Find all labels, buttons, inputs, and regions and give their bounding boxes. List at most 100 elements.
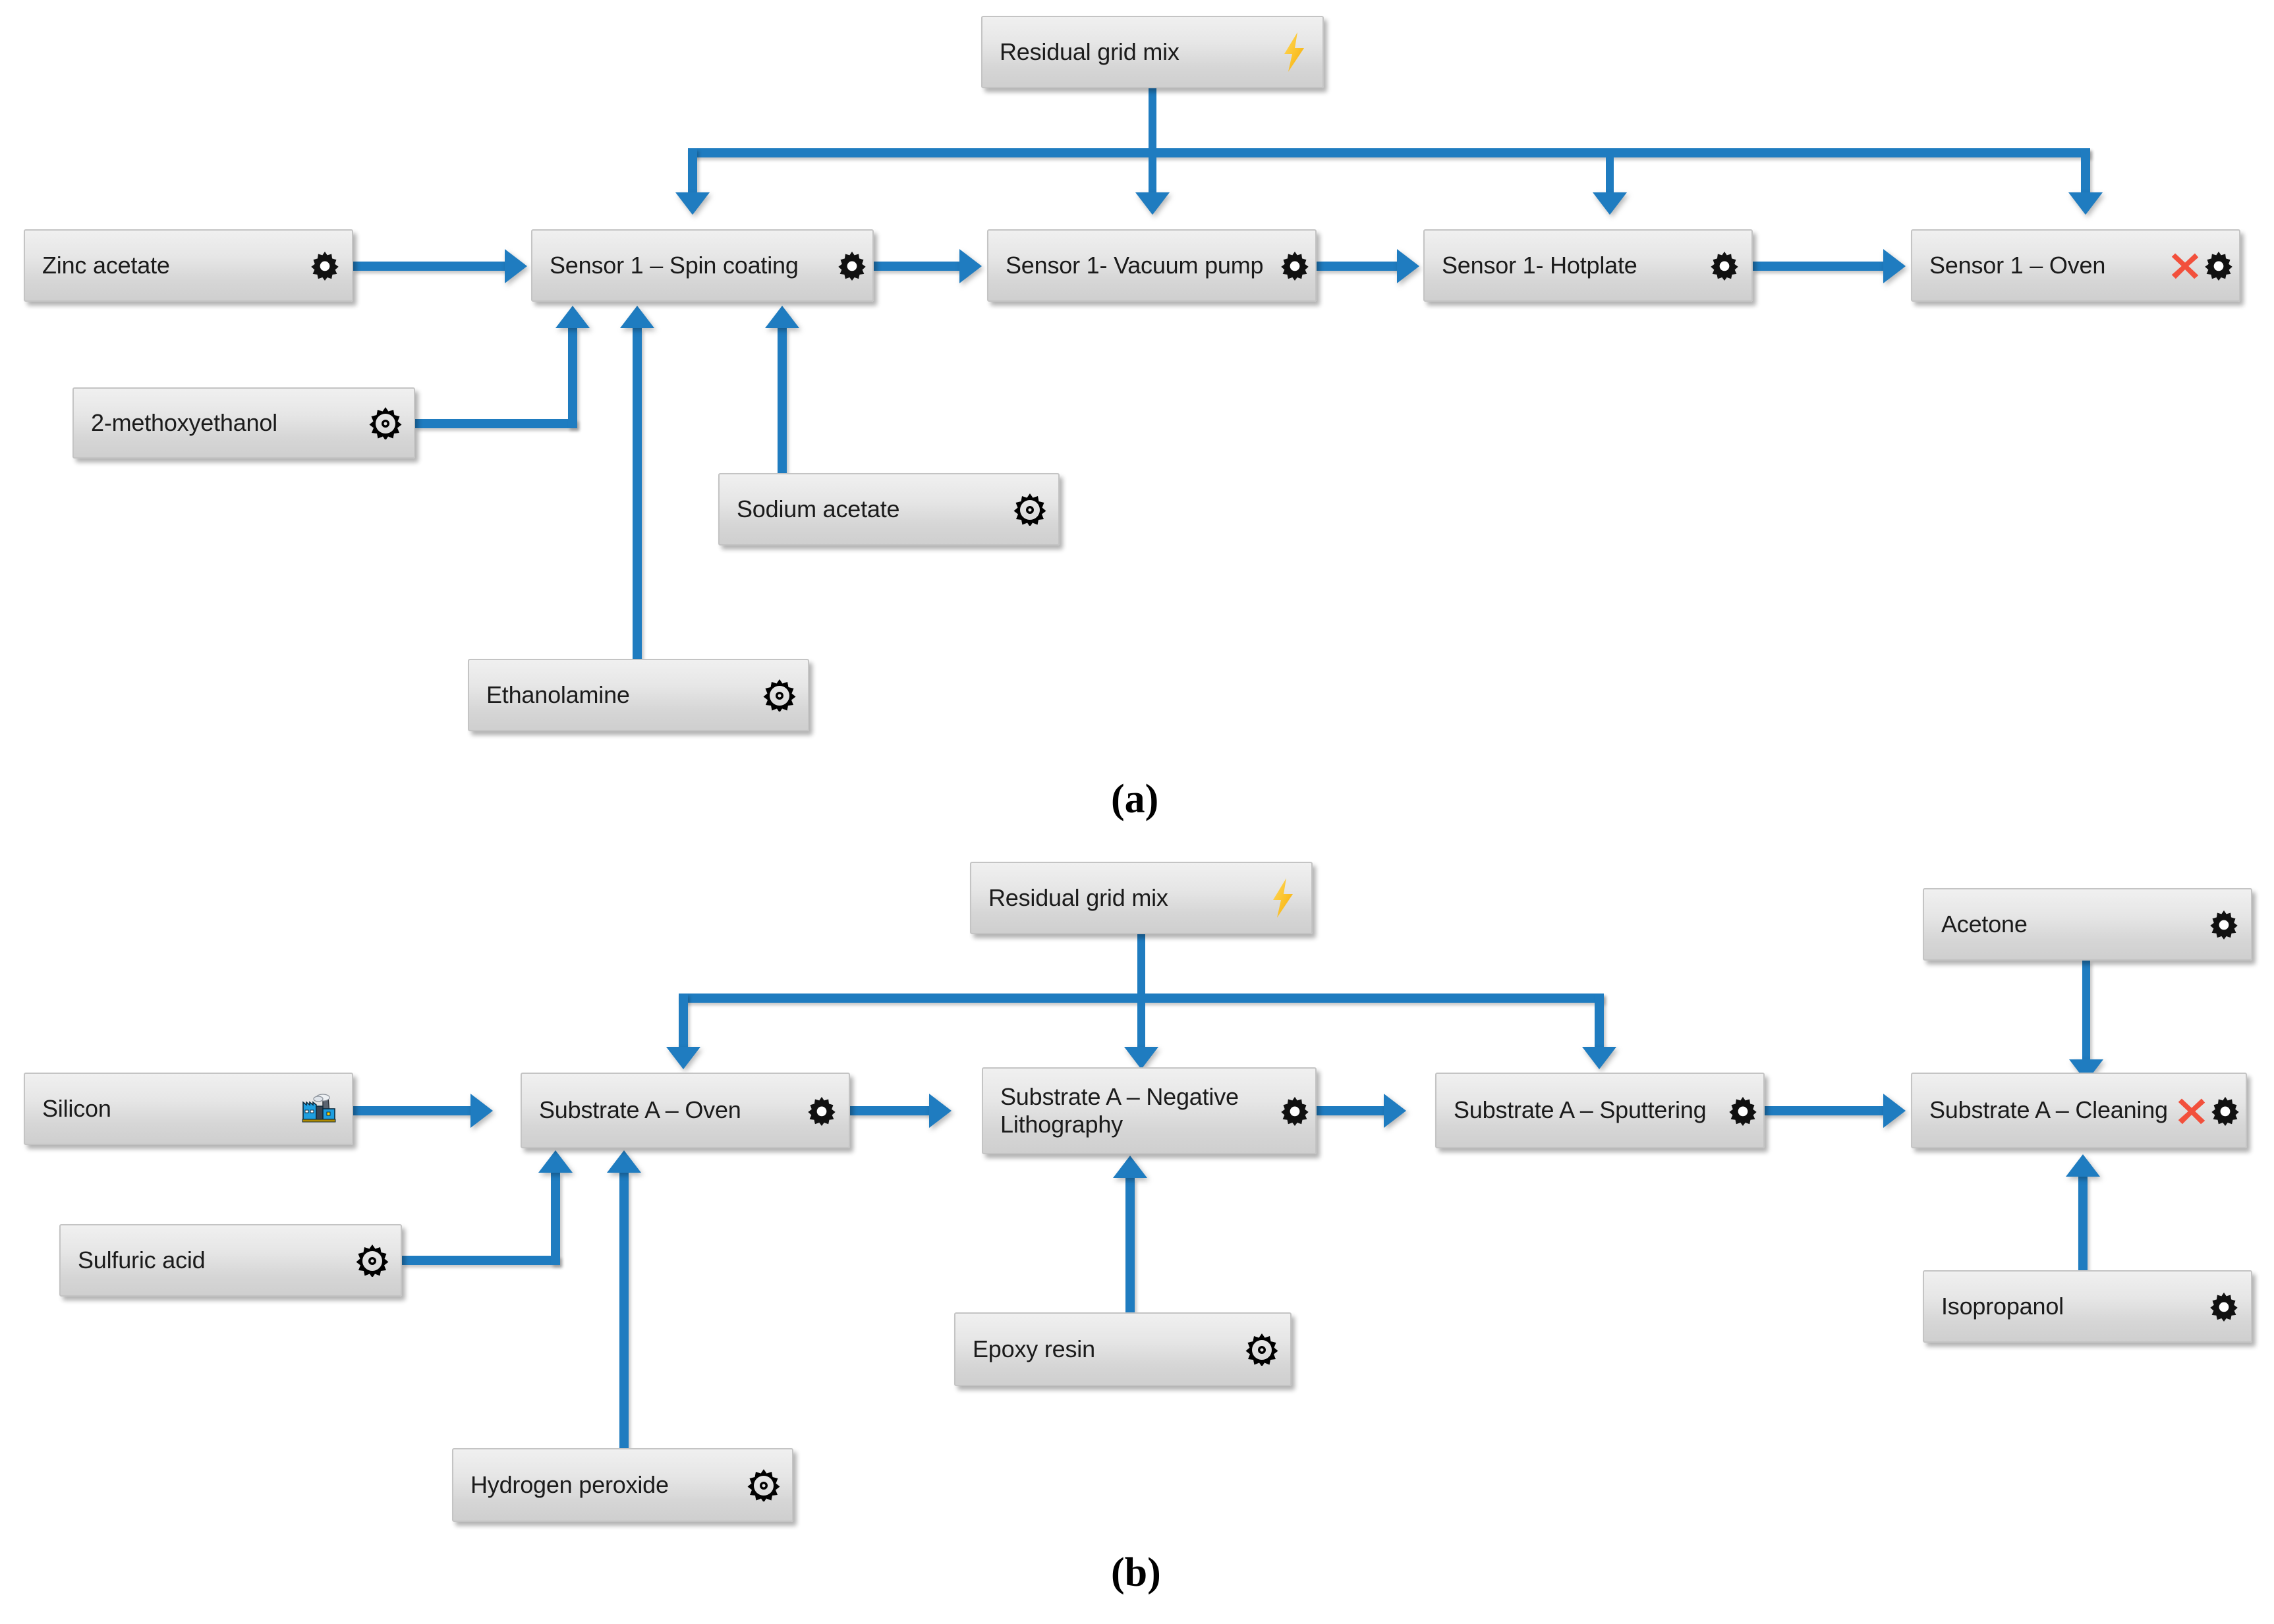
connector-isopropanol-to-cleaning <box>2078 1177 2088 1273</box>
arrow-isopropanol-to-cleaning <box>2066 1154 2100 1177</box>
connector-sodium-to-spin <box>778 328 787 474</box>
arrow-lithography-to-sputtering <box>1384 1094 1406 1128</box>
arrow-bus-to-lithography <box>1124 1047 1158 1069</box>
gear-black-icon <box>310 250 340 281</box>
arrow-oven-to-lithography <box>929 1094 952 1128</box>
node-icons <box>2209 909 2239 939</box>
connector-epoxy-to-lithography <box>1125 1178 1135 1315</box>
connector-sulfuric-to-oven-v <box>551 1173 560 1265</box>
connector-bus-a <box>688 148 2090 157</box>
lightning-bolt-icon <box>1284 32 1304 72</box>
node-sulfuric-acid[interactable]: Sulfuric acid <box>59 1224 402 1297</box>
gear-black-icon <box>2203 250 2234 281</box>
arrow-sputtering-to-cleaning <box>1883 1094 1906 1128</box>
gear-black-icon <box>2209 1291 2239 1322</box>
arrow-bus-to-hotplate <box>1593 192 1627 215</box>
gear-black-icon <box>2210 1096 2240 1126</box>
arrow-sulfuric-to-oven <box>538 1150 573 1173</box>
node-label: Zinc acetate <box>42 251 170 279</box>
arrow-silicon-to-oven <box>470 1094 493 1128</box>
node-icons <box>837 250 867 281</box>
arrow-spin-to-vacuum <box>959 249 982 283</box>
arrow-zinc-to-spin <box>505 249 527 283</box>
node-icons <box>369 406 402 439</box>
node-substrate-a-negative-lithography[interactable]: Substrate A – Negative Lithography <box>982 1067 1317 1154</box>
node-label: Silicon <box>42 1094 111 1122</box>
node-epoxy-resin[interactable]: Epoxy resin <box>954 1312 1292 1386</box>
arrow-epoxy-to-lithography <box>1113 1156 1147 1178</box>
node-hydrogen-peroxide[interactable]: Hydrogen peroxide <box>452 1448 793 1522</box>
gear-blue-icon <box>369 406 402 439</box>
connector-acetone-to-cleaning <box>2082 961 2090 1066</box>
connector-zinc-to-spin <box>353 262 506 271</box>
node-isopropanol[interactable]: Isopropanol <box>1923 1270 2252 1343</box>
arrow-hotplate-to-oven <box>1883 249 1906 283</box>
node-icons <box>1709 250 1740 281</box>
node-2-methoxyethanol[interactable]: 2-methoxyethanol <box>72 387 415 459</box>
node-ethanolamine[interactable]: Ethanolamine <box>468 659 809 731</box>
node-label: 2-methoxyethanol <box>91 408 277 436</box>
factory-icon <box>302 1094 336 1123</box>
node-icons <box>300 1093 340 1125</box>
connector-ethanolamine-to-spin <box>633 328 642 660</box>
node-residual-grid-mix-b[interactable]: Residual grid mix <box>970 862 1313 934</box>
connector-grid-to-bus-a <box>1149 88 1156 155</box>
node-icons <box>807 1096 837 1126</box>
node-label: Sensor 1- Hotplate <box>1442 251 1637 279</box>
connector-methoxy-to-spin-v <box>568 328 577 428</box>
connector-bus-right-drop-b <box>1595 994 1604 1049</box>
node-icons <box>1245 1333 1278 1366</box>
node-substrate-a-sputtering[interactable]: Substrate A – Sputtering <box>1435 1073 1765 1148</box>
node-icons <box>310 250 340 281</box>
node-residual-grid-mix-a[interactable]: Residual grid mix <box>981 16 1324 88</box>
arrow-methoxy-to-spin <box>555 306 590 328</box>
node-label: Residual grid mix <box>1000 38 1180 65</box>
arrow-bus-to-spin-coating <box>675 192 710 215</box>
node-substrate-a-cleaning[interactable]: Substrate A – Cleaning <box>1911 1073 2247 1148</box>
connector-sputtering-to-cleaning <box>1765 1106 1885 1115</box>
gear-blue-icon <box>763 679 796 712</box>
connector-spin-to-vacuum <box>874 262 961 271</box>
node-icons <box>2209 1291 2239 1322</box>
node-sensor1-vacuum-pump[interactable]: Sensor 1- Vacuum pump <box>987 229 1317 302</box>
gear-blue-icon <box>747 1469 780 1501</box>
arrow-bus-to-substrate-oven <box>666 1047 700 1069</box>
node-sensor1-spin-coating[interactable]: Sensor 1 – Spin coating <box>531 229 874 302</box>
node-silicon[interactable]: Silicon <box>24 1073 353 1145</box>
connector-peroxide-to-oven <box>619 1173 629 1451</box>
arrow-bus-to-oven <box>2068 192 2103 215</box>
node-icons <box>1280 1096 1310 1126</box>
connector-grid-to-bus-b <box>1137 934 1145 1000</box>
arrow-peroxide-to-oven <box>607 1150 641 1173</box>
connector-methoxy-to-spin-h <box>415 419 577 428</box>
gear-blue-icon <box>1013 493 1046 526</box>
node-zinc-acetate[interactable]: Zinc acetate <box>24 229 353 302</box>
arrow-bus-to-sputtering <box>1582 1047 1616 1069</box>
connector-bus-to-litho-b <box>1137 994 1145 1049</box>
gear-blue-icon <box>1245 1333 1278 1366</box>
node-label: Sensor 1 – Oven <box>1929 251 2106 279</box>
node-sensor1-oven[interactable]: Sensor 1 – Oven <box>1911 229 2240 302</box>
arrow-sodium-to-spin <box>765 306 799 328</box>
gear-black-icon <box>807 1096 837 1126</box>
node-substrate-a-oven[interactable]: Substrate A – Oven <box>521 1073 850 1148</box>
node-label: Substrate A – Cleaning <box>1929 1096 2168 1124</box>
connector-vacuum-to-hotplate <box>1317 262 1398 271</box>
connector-sulfuric-to-oven-h <box>402 1256 560 1265</box>
node-sensor1-hotplate[interactable]: Sensor 1- Hotplate <box>1423 229 1753 302</box>
arrow-ethanolamine-to-spin <box>620 306 654 328</box>
lightning-bolt-icon <box>1273 878 1293 918</box>
node-label: Substrate A – Sputtering <box>1454 1096 1707 1124</box>
node-label: Substrate A – Negative Lithography <box>1000 1082 1239 1138</box>
node-icons <box>2177 1096 2240 1126</box>
gear-black-icon <box>1728 1096 1758 1126</box>
connector-oven-to-lithography <box>850 1106 930 1115</box>
node-label: Hydrogen peroxide <box>470 1470 669 1498</box>
connector-bus-left-drop-b <box>679 994 688 1049</box>
node-icons <box>763 679 796 712</box>
panel-caption-b: (b) <box>1111 1550 1161 1595</box>
node-sodium-acetate[interactable]: Sodium acetate <box>718 473 1060 546</box>
node-icons <box>1013 493 1046 526</box>
node-acetone[interactable]: Acetone <box>1923 888 2252 961</box>
